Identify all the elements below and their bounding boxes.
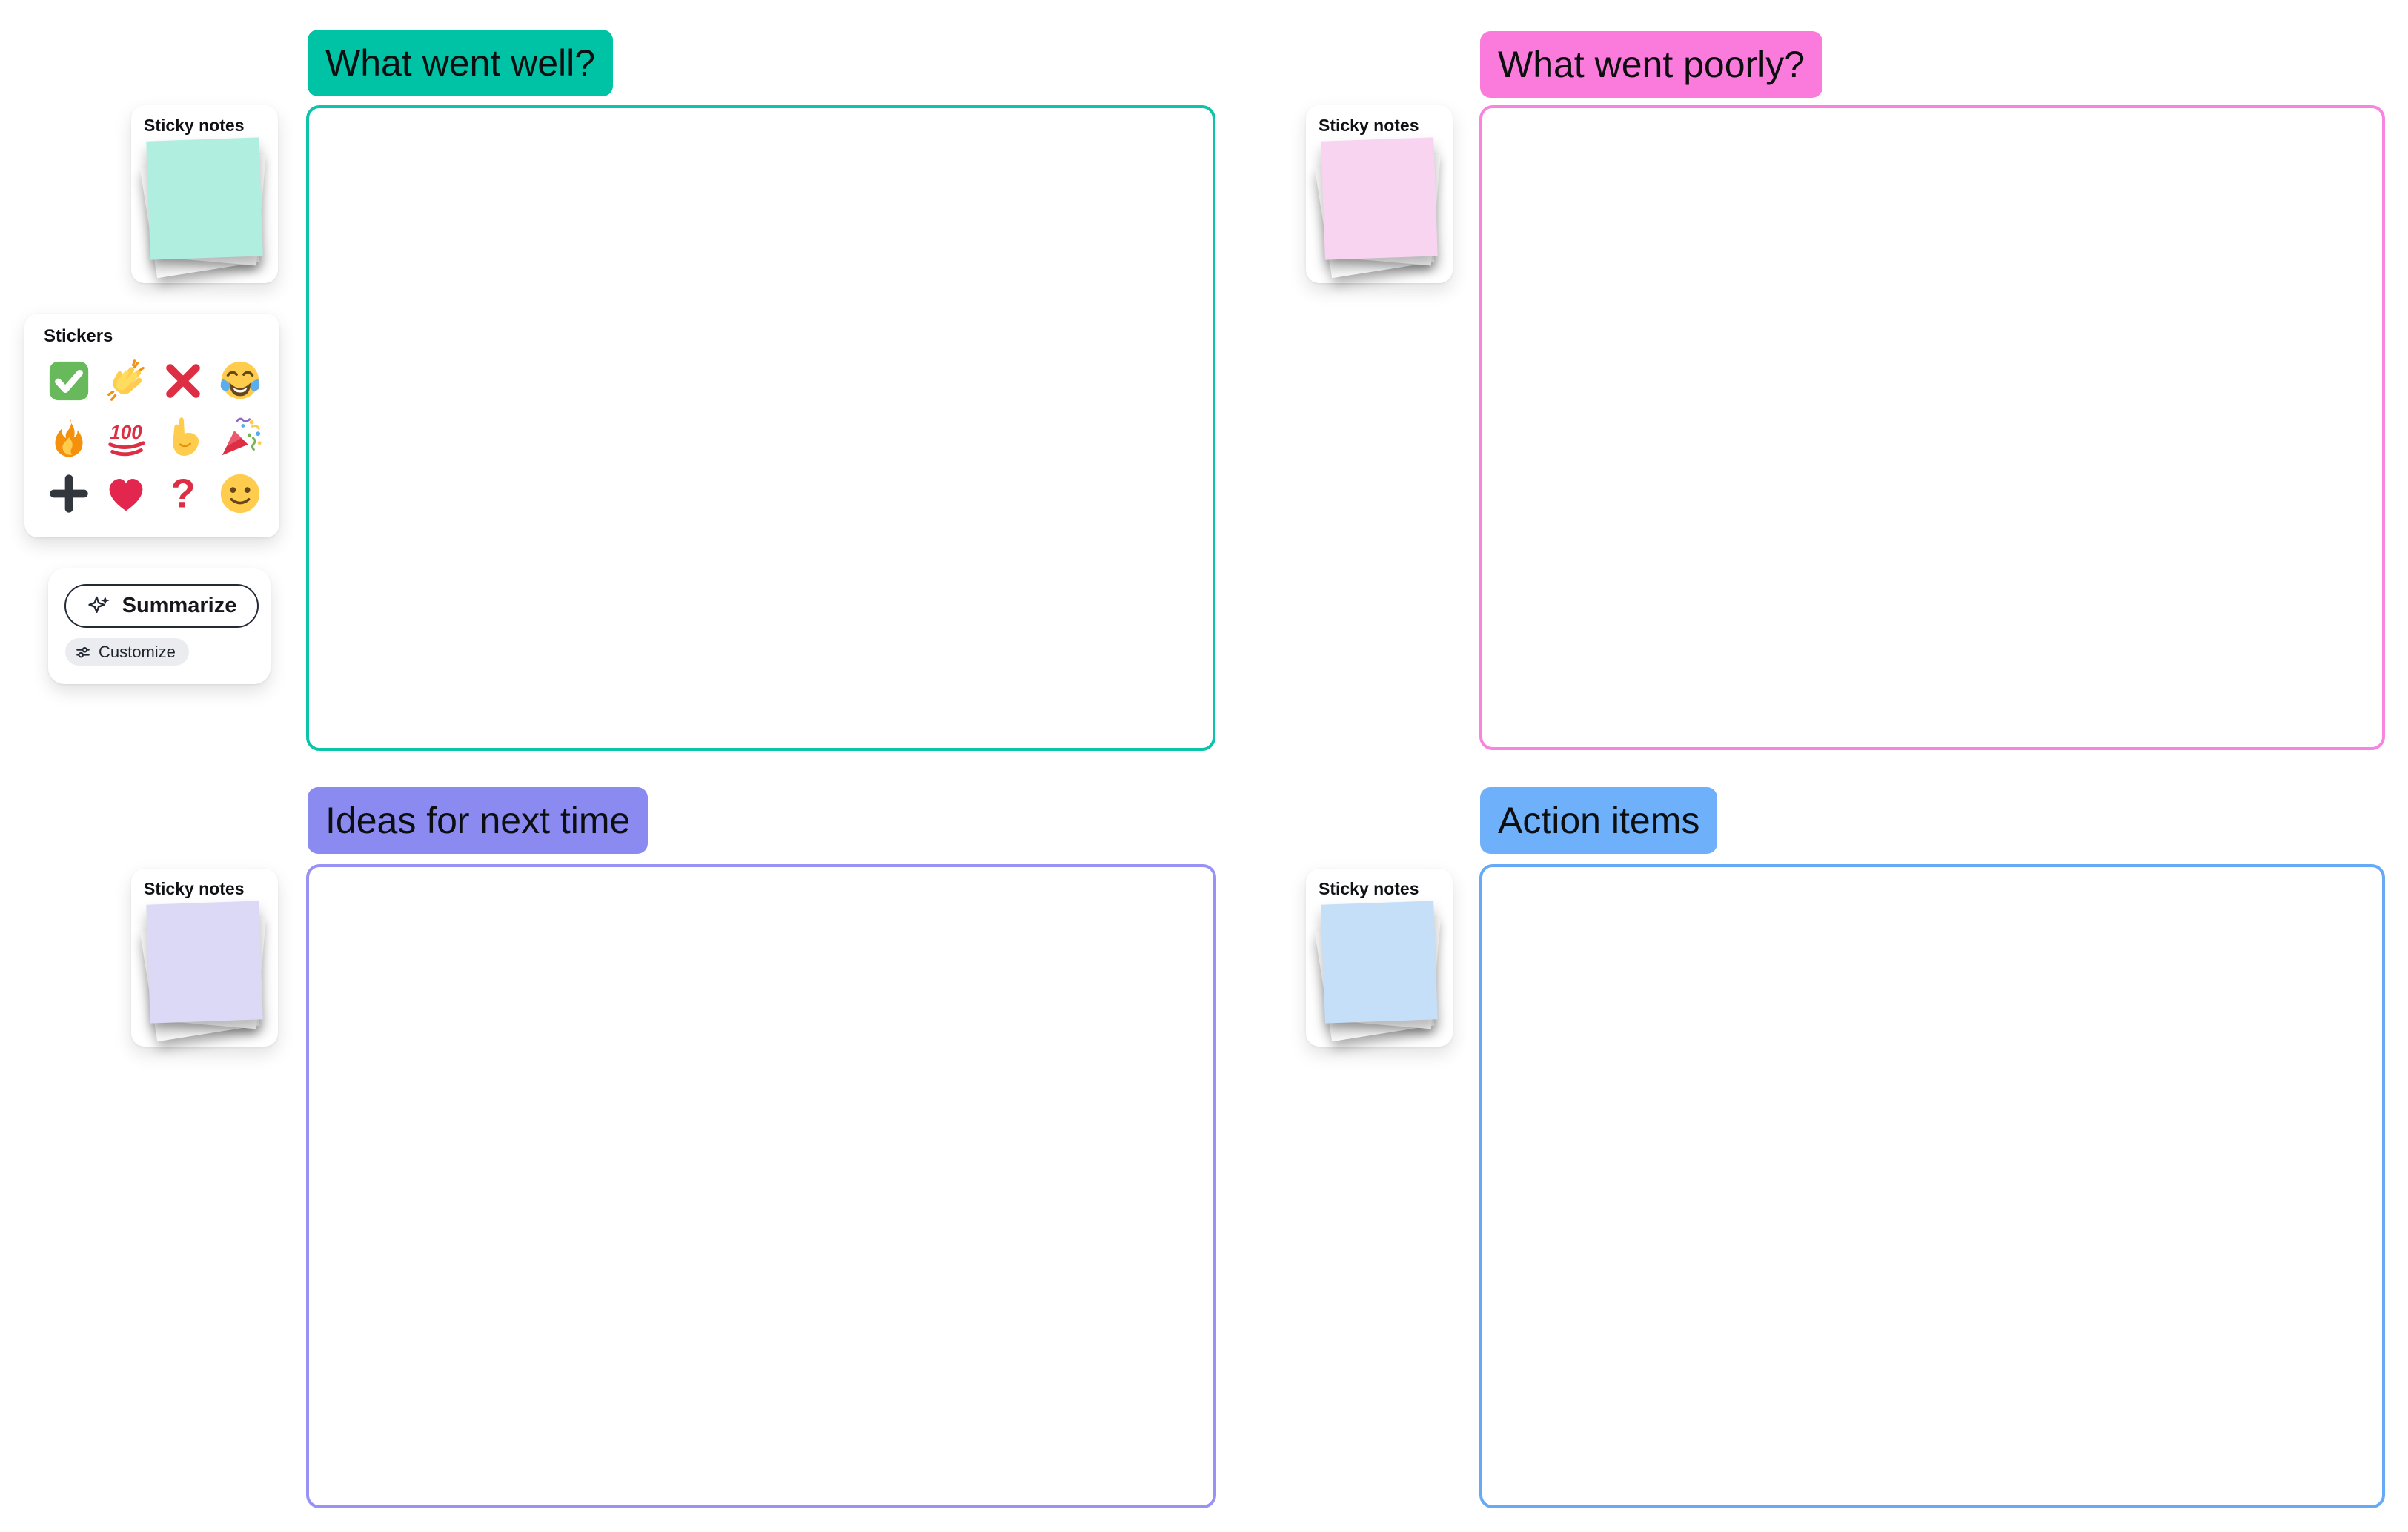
red-question-mark-icon[interactable]: ? <box>160 471 206 517</box>
sparkle-icon <box>87 596 110 613</box>
sticky-notes-stack-pink[interactable] <box>1314 137 1442 279</box>
sliders-icon <box>76 646 90 657</box>
section-title-went-poorly[interactable]: What went poorly? <box>1480 31 1823 98</box>
svg-text:100: 100 <box>110 421 142 443</box>
sticky-notes-stack-teal[interactable] <box>139 137 268 279</box>
hundred-points-icon[interactable]: 100 <box>103 414 149 460</box>
sticky-notes-label: Sticky notes <box>144 879 245 898</box>
section-dropzone-ideas[interactable] <box>306 864 1216 1508</box>
sticky-notes-panel-went-poorly: Sticky notes <box>1306 105 1453 283</box>
summarize-button[interactable]: Summarize <box>64 584 259 628</box>
sticker-grid: 100 <box>46 358 263 517</box>
section-title-action-items[interactable]: Action items <box>1480 787 1718 854</box>
sticky-note-top <box>1321 901 1438 1024</box>
sticky-notes-label: Sticky notes <box>1319 116 1419 135</box>
section-dropzone-went-poorly[interactable] <box>1479 105 2385 750</box>
sticky-notes-label: Sticky notes <box>1319 879 1419 898</box>
section-dropzone-action-items[interactable] <box>1479 864 2385 1508</box>
sticky-notes-panel-went-well: Sticky notes <box>131 105 278 283</box>
sticky-note-top <box>146 901 263 1024</box>
clapping-hands-icon[interactable] <box>103 358 149 404</box>
stickers-panel: Stickers <box>24 314 279 537</box>
sticky-notes-panel-action-items: Sticky notes <box>1306 869 1453 1047</box>
fire-icon[interactable] <box>46 414 92 460</box>
index-pointing-up-icon[interactable] <box>160 414 206 460</box>
plus-icon[interactable] <box>46 471 92 517</box>
sticky-notes-stack-blue[interactable] <box>1314 901 1442 1042</box>
check-mark-button-icon[interactable] <box>46 358 92 404</box>
ai-panel: Summarize Customize <box>48 568 271 684</box>
sticky-notes-label: Sticky notes <box>144 116 245 135</box>
sticky-note-top <box>146 137 263 260</box>
stickers-label: Stickers <box>44 326 113 346</box>
customize-button[interactable]: Customize <box>65 638 189 666</box>
sticky-note-top <box>1321 137 1438 260</box>
svg-text:?: ? <box>170 471 195 516</box>
section-dropzone-went-well[interactable] <box>306 105 1215 751</box>
section-title-went-well[interactable]: What went well? <box>308 30 614 96</box>
sticky-notes-panel-ideas: Sticky notes <box>131 869 278 1047</box>
cross-mark-icon[interactable] <box>160 358 206 404</box>
slightly-smiling-face-icon[interactable] <box>217 471 263 517</box>
sticky-notes-stack-lavender[interactable] <box>139 901 268 1042</box>
red-heart-icon[interactable] <box>103 471 149 517</box>
customize-label: Customize <box>99 642 176 661</box>
summarize-label: Summarize <box>122 594 237 617</box>
section-title-ideas[interactable]: Ideas for next time <box>308 787 649 854</box>
face-with-tears-of-joy-icon[interactable] <box>217 358 263 404</box>
party-popper-icon[interactable] <box>217 414 263 460</box>
